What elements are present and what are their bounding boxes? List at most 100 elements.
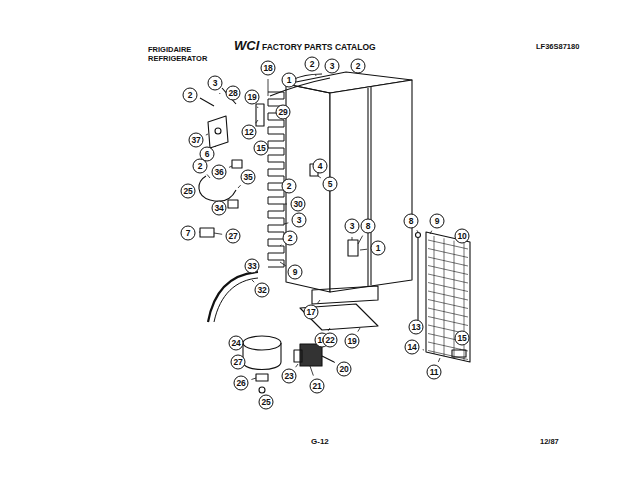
wire <box>322 356 334 362</box>
leader-line <box>229 166 232 167</box>
callout-number: 3 <box>345 219 360 234</box>
screw <box>215 128 221 134</box>
callout-number: 8 <box>361 219 376 234</box>
header-text: 12/87 <box>540 438 559 446</box>
leader-line <box>251 378 256 380</box>
leader-line <box>296 364 298 367</box>
drain-hose <box>208 272 258 322</box>
leader-line <box>334 362 336 364</box>
callout-number: 32 <box>255 283 270 298</box>
cabinet-front <box>330 80 412 292</box>
fin <box>434 236 435 354</box>
tubing <box>292 74 322 80</box>
leader-line <box>219 93 220 95</box>
callout-number: 22 <box>323 333 338 348</box>
callout-number: 2 <box>351 59 366 74</box>
header-text: WCI <box>234 39 259 52</box>
leader-line <box>352 237 353 240</box>
leader-line <box>268 79 269 96</box>
leader-line <box>318 300 320 303</box>
compressor <box>243 343 281 370</box>
leader-line <box>284 204 287 205</box>
callout-number: 4 <box>313 159 328 174</box>
callout-number: 3 <box>208 76 223 91</box>
callout-number: 5 <box>323 177 338 192</box>
callout-number: 11 <box>427 365 442 380</box>
door-split <box>370 87 371 285</box>
wire-harness <box>199 176 236 201</box>
callout-number: 19 <box>345 334 360 349</box>
relay <box>300 344 322 366</box>
callout-number: 7 <box>181 226 196 241</box>
callout-number: 25 <box>181 184 196 199</box>
leader-line <box>328 328 330 331</box>
leader-line <box>207 174 210 178</box>
leader-line <box>280 245 281 246</box>
callout-number: 13 <box>409 320 424 335</box>
callout-number: 15 <box>254 141 269 156</box>
callout-number: 28 <box>226 86 241 101</box>
fin <box>444 238 445 356</box>
leader-line <box>238 185 241 188</box>
callout-number: 23 <box>282 369 297 384</box>
clip <box>228 200 238 208</box>
callout-number: 27 <box>226 229 241 244</box>
leader-line <box>417 230 418 232</box>
header-text: LF36S87180 <box>536 43 579 51</box>
callout-number: 9 <box>430 214 445 229</box>
callout-number: 27 <box>231 355 246 370</box>
callout-number: 2 <box>183 88 198 103</box>
callout-number: 2 <box>283 231 298 246</box>
callout-number: 10 <box>455 229 470 244</box>
leader-line <box>284 223 288 224</box>
leader-line <box>318 176 321 178</box>
leader-line <box>215 146 217 148</box>
fitting <box>416 233 421 238</box>
header-text: FACTORY PARTS CATALOG <box>262 43 376 52</box>
callout-number: 2 <box>282 179 297 194</box>
leader-line <box>423 349 424 350</box>
condenser <box>426 232 470 362</box>
callout-number: 1 <box>282 73 297 88</box>
callout-number: 3 <box>292 213 307 228</box>
callout-number: 1 <box>371 241 386 256</box>
callout-number: 14 <box>405 340 420 355</box>
bracket <box>208 116 228 148</box>
callout-number: 20 <box>337 362 352 377</box>
bracket <box>200 228 214 237</box>
callout-number: 2 <box>305 57 320 72</box>
callout-number: 17 <box>304 305 319 320</box>
callout-number: 15 <box>455 331 470 346</box>
leader-line <box>280 262 286 266</box>
callout-number: 37 <box>189 133 204 148</box>
compressor-top <box>243 336 281 350</box>
leader-line <box>430 231 432 234</box>
callout-number: 26 <box>234 376 249 391</box>
leader-line <box>310 366 313 376</box>
header-text: FRIGIDAIRE <box>148 46 191 54</box>
door-split <box>367 88 368 286</box>
leader-line <box>257 107 259 108</box>
leader-line <box>214 233 222 234</box>
overload <box>294 350 302 362</box>
callout-number: 30 <box>291 197 306 212</box>
callout-number: 35 <box>241 170 256 185</box>
clip <box>232 160 242 168</box>
drain-hose <box>214 278 258 322</box>
cord-clamp <box>348 240 358 256</box>
drain-pan <box>300 304 378 330</box>
callout-number: 25 <box>259 395 274 410</box>
callout-number: 9 <box>288 265 303 280</box>
leader-line <box>438 358 440 362</box>
leader-line <box>199 232 200 233</box>
leader-line <box>358 328 360 332</box>
header-text: G-12 <box>311 438 329 446</box>
callout-number: 2 <box>193 159 208 174</box>
clip <box>259 387 265 393</box>
callout-number: 36 <box>212 165 227 180</box>
callout-number: 21 <box>310 379 325 394</box>
bracket <box>256 104 264 126</box>
tubing <box>270 78 330 96</box>
